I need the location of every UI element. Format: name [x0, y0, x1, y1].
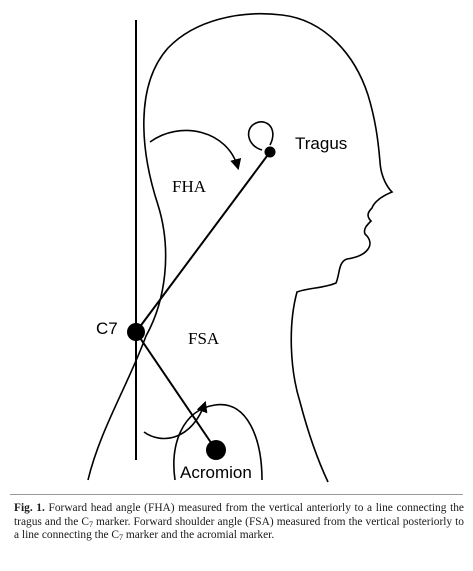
caption-divider — [10, 494, 463, 495]
acromion-marker — [206, 440, 226, 460]
caption-subscript-2: 7 — [119, 533, 124, 543]
shoulder-outline — [173, 403, 263, 481]
c7-label: C7 — [96, 319, 118, 338]
tragus-marker — [264, 146, 276, 158]
c7-acromion-line — [135, 331, 217, 451]
posture-diagram: Tragus FHA C7 FSA Acromion — [87, 12, 394, 483]
head-profile-outline — [87, 12, 394, 483]
c7-tragus-line — [135, 151, 271, 333]
c7-marker — [127, 323, 145, 341]
tragus-label: Tragus — [295, 134, 347, 153]
figure-caption: Fig. 1. Forward head angle (FHA) measure… — [14, 502, 464, 543]
caption-text-part1: Forward head angle (FHA) measured from t… — [14, 502, 464, 528]
fha-angle-arrow — [149, 129, 242, 171]
ear-outline — [247, 121, 274, 151]
fsa-angle-arrow — [143, 400, 208, 440]
fha-label: FHA — [172, 177, 207, 196]
fsa-label: FSA — [188, 329, 220, 348]
caption-text-part2: marker. Forward shoulder angle (FSA) mea… — [14, 515, 465, 542]
caption-text-part3: marker and the acromial marker. — [123, 529, 275, 542]
acromion-label: Acromion — [180, 463, 252, 482]
caption-prefix: Fig. 1. — [14, 502, 45, 514]
caption-subscript-1: 7 — [88, 519, 93, 529]
